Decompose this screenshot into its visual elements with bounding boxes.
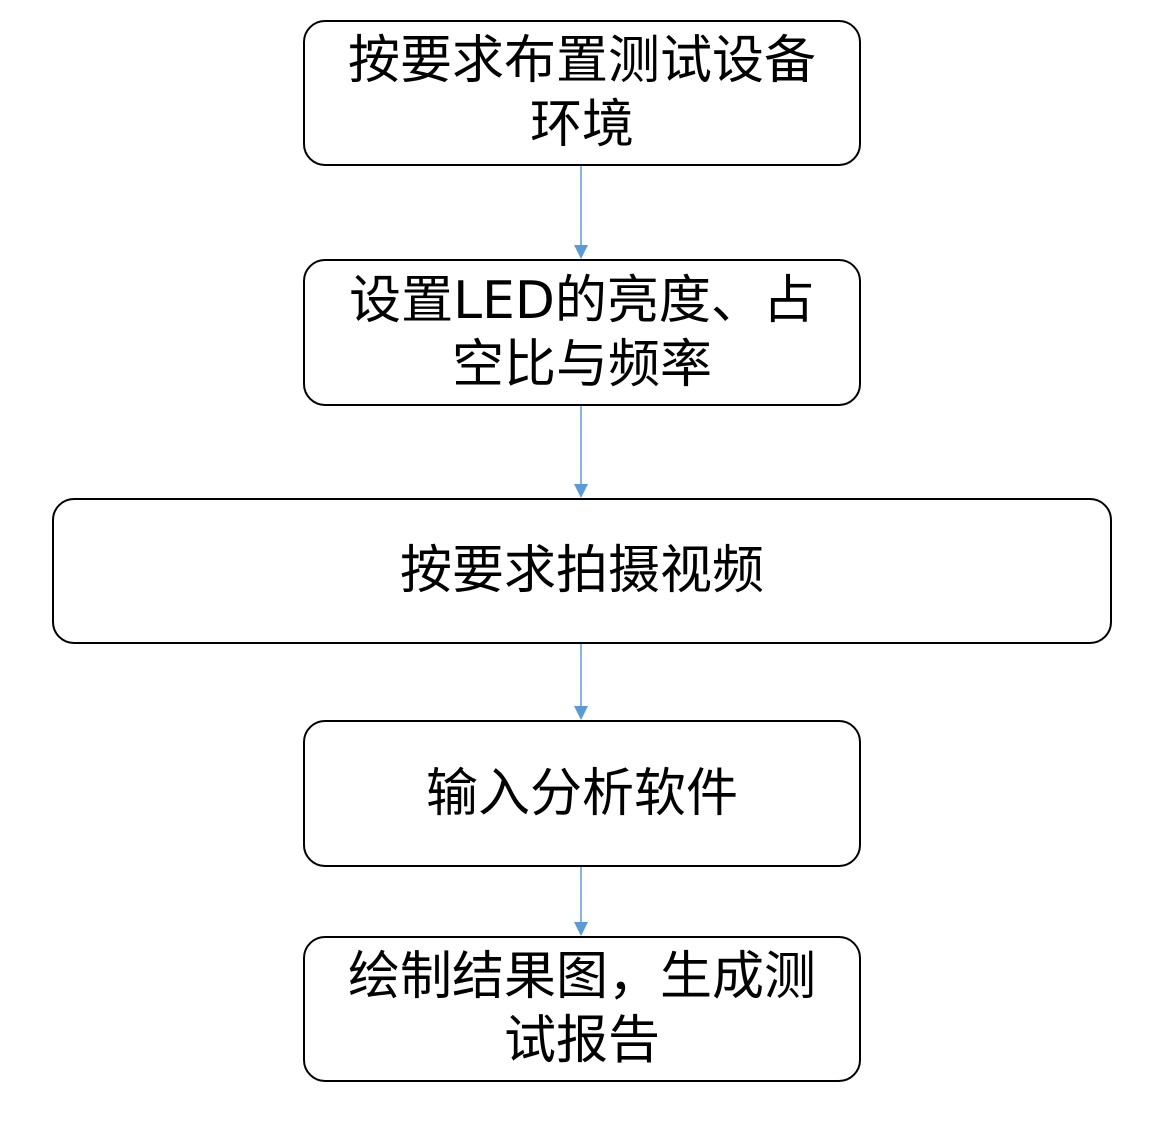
step-4-box: 输入分析软件	[303, 720, 861, 867]
arrow-2-head	[574, 484, 588, 498]
step-5-line-2: 试报告	[503, 1011, 660, 1071]
step-3-box: 按要求拍摄视频	[52, 498, 1112, 644]
step-1-box: 按要求布置测试设备 环境	[303, 20, 861, 166]
step-2-line-2: 空比与频率	[451, 334, 712, 395]
step-2-box: 设置LED的亮度、占 空比与频率	[303, 259, 861, 406]
step-5-line-1: 绘制结果图，生成测	[347, 947, 816, 1007]
step-2-line-1: 设置LED的亮度、占	[349, 270, 815, 331]
arrow-4-head	[574, 922, 588, 936]
arrow-1-head	[574, 245, 588, 259]
step-1-line-2: 环境	[529, 95, 634, 155]
step-4-line-1: 输入分析软件	[425, 763, 738, 824]
arrow-3-head	[574, 706, 588, 720]
step-1-line-1: 按要求布置测试设备	[347, 31, 816, 91]
step-3-line-1: 按要求拍摄视频	[399, 541, 764, 601]
step-5-box: 绘制结果图，生成测 试报告	[303, 936, 861, 1082]
